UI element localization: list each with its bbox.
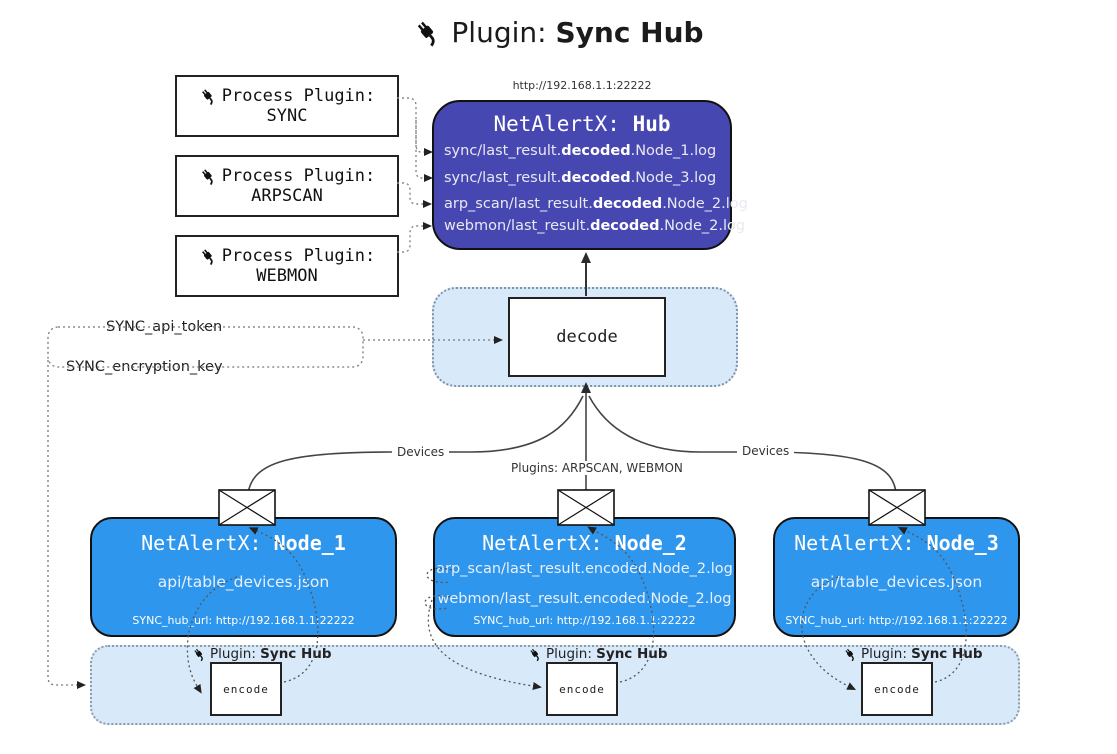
node-1-box: NetAlertX: Node_1 api/table_devices.json… <box>90 517 397 637</box>
encode-box-1: encode <box>210 662 282 716</box>
plugin-box-title: Process Plugin: <box>221 166 376 186</box>
node-2-box: NetAlertX: Node_2 arp_scan/last_result.e… <box>433 517 736 637</box>
plugin-box-title: Process Plugin: <box>221 86 376 106</box>
hub-log-line: webmon/last_result.decoded.Node_2.log <box>444 218 746 234</box>
hub-log-line: sync/last_result.decoded.Node_1.log <box>444 143 717 159</box>
encode-box-2: encode <box>546 662 618 716</box>
plug-icon <box>201 168 213 185</box>
hub-url: http://192.168.1.1:22222 <box>512 79 652 92</box>
node-3-box: NetAlertX: Node_3 api/table_devices.json… <box>773 517 1020 637</box>
plugin-box-name: ARPSCAN <box>251 186 323 206</box>
plug-icon <box>201 248 213 265</box>
sync-encryption-key-label: SYNC_encryption_key <box>60 359 229 375</box>
plugins-label-center: Plugins: ARPSCAN, WEBMON <box>506 461 688 475</box>
hub-log-line: arp_scan/last_result.decoded.Node_2.log <box>444 196 748 212</box>
plugin-box-title: Process Plugin: <box>221 246 376 266</box>
plugin-box-name: WEBMON <box>256 266 318 286</box>
encoder-label-text: Plugin: Sync Hub <box>861 646 983 662</box>
plug-icon <box>201 88 213 105</box>
connector-nodes-to-decode <box>247 382 897 495</box>
plug-icon <box>845 648 854 661</box>
devices-label-right: Devices <box>737 444 795 458</box>
encode-box-3: encode <box>861 662 933 716</box>
title-text: Plugin: Sync Hub <box>451 16 704 49</box>
connector-plugins-to-hub <box>397 97 433 253</box>
node-file: arp_scan/last_result.encoded.Node_2.log <box>436 561 733 577</box>
node-hub-url: SYNC_hub_url: http://192.168.1.1:22222 <box>132 614 355 627</box>
sync-api-token-label: SYNC_api_token <box>100 319 229 335</box>
node-hub-url: SYNC_hub_url: http://192.168.1.1:22222 <box>785 614 1008 627</box>
node-file: api/table_devices.json <box>157 573 330 591</box>
node-title: NetAlertX: Node_3 <box>794 531 999 555</box>
encoder-label: Plugin: Sync Hub <box>843 646 983 662</box>
encoder-label-text: Plugin: Sync Hub <box>546 646 668 662</box>
plug-icon <box>418 21 436 47</box>
node-title: NetAlertX: Node_1 <box>141 531 346 555</box>
plug-icon <box>194 648 203 661</box>
process-plugin-box-arpscan: Process Plugin: ARPSCAN <box>175 155 399 217</box>
hub-title: NetAlertX: Hub <box>493 112 671 136</box>
page-title: Plugin: Sync Hub <box>0 16 1117 49</box>
encoder-label: Plugin: Sync Hub <box>192 646 332 662</box>
devices-label-left: Devices <box>392 445 450 459</box>
plugin-box-name: SYNC <box>266 106 308 126</box>
node-file: api/table_devices.json <box>810 573 983 591</box>
hub-box <box>432 100 732 250</box>
node-hub-url: SYNC_hub_url: http://192.168.1.1:22222 <box>473 614 696 627</box>
hub-log-line: sync/last_result.decoded.Node_3.log <box>444 170 717 186</box>
decode-box: decode <box>508 297 666 377</box>
process-plugin-box-webmon: Process Plugin: WEBMON <box>175 235 399 297</box>
encoder-label-text: Plugin: Sync Hub <box>210 646 332 662</box>
node-file: webmon/last_result.encoded.Node_2.log <box>437 591 732 607</box>
process-plugin-box-sync: Process Plugin: SYNC <box>175 75 399 137</box>
node-title: NetAlertX: Node_2 <box>482 531 687 555</box>
encoder-label: Plugin: Sync Hub <box>528 646 668 662</box>
plug-icon <box>530 648 539 661</box>
